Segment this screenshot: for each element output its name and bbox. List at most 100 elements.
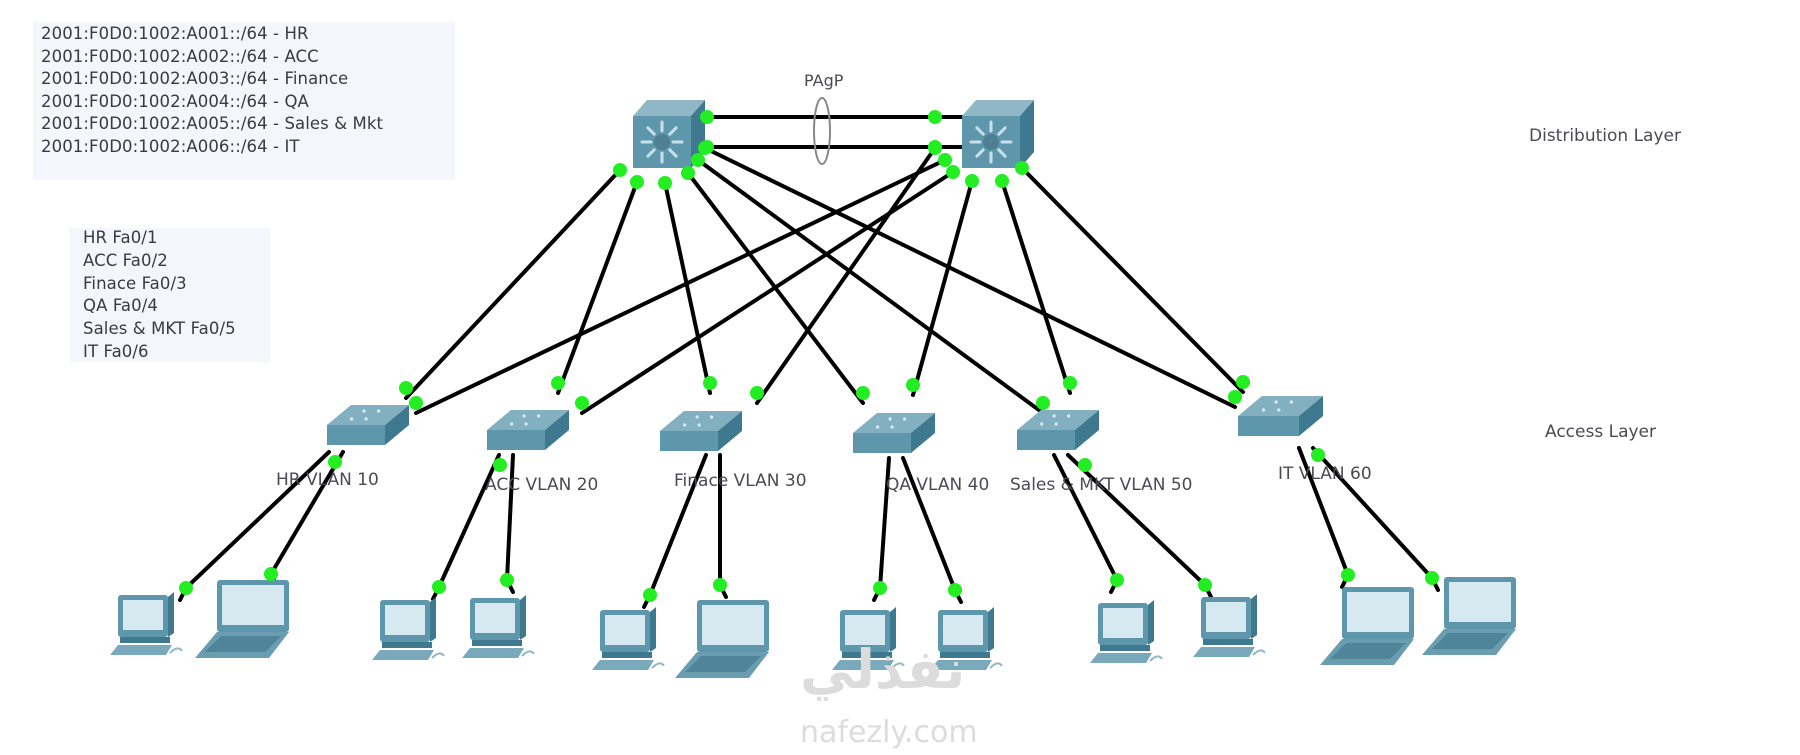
pc-mouse-cable (431, 652, 445, 659)
switch-port-mark (1289, 400, 1293, 404)
pc-keyboard (592, 660, 654, 670)
pc-base (842, 652, 892, 658)
port-mapping-note (70, 228, 270, 362)
link-up-light (965, 174, 979, 188)
link-up-light (700, 110, 714, 124)
switch-port-mark (710, 415, 714, 419)
multilayer-switch-icon-1 (633, 100, 705, 168)
ipv6-prefix-it: 2001:F0D0:1002:A006::/64 - IT (41, 137, 300, 156)
link-up-light (643, 588, 657, 602)
switch-port-mark (683, 423, 687, 427)
switch-port-mark (377, 409, 381, 413)
pc-monitor-side (1148, 600, 1154, 645)
access-link (184, 450, 331, 590)
link-up-light (1015, 161, 1029, 175)
port-map-sales: Sales & MKT Fa0/5 (83, 319, 236, 339)
pc-base (1100, 645, 1150, 651)
port-map-hr: HR Fa0/1 (83, 228, 158, 247)
link-up-light (328, 455, 342, 469)
ipv6-prefix-sales: 2001:F0D0:1002:A005::/64 - Sales & Mkt (41, 114, 384, 134)
pagp-label: PAgP (804, 71, 844, 90)
pc-base (472, 640, 522, 646)
switch-front-face (1238, 416, 1299, 436)
link-up-light (691, 153, 705, 167)
link-up-light (1228, 390, 1242, 404)
switch-port-mark (524, 422, 528, 426)
link-up-light (856, 386, 870, 400)
switch-side-face (545, 410, 569, 450)
uplink-link (556, 180, 639, 395)
switch-side-face (911, 413, 935, 453)
distribution-layer-label: Distribution Layer (1529, 126, 1681, 146)
pc-monitor-side (520, 595, 526, 640)
devices-layer (110, 100, 1516, 678)
link-up-light (938, 153, 952, 167)
link-up-light (264, 567, 278, 581)
link-up-light (1425, 571, 1439, 585)
link-up-light (1078, 458, 1092, 472)
access-switch-icon-2 (487, 410, 569, 450)
uplink-link (414, 158, 947, 415)
uplink-link (663, 181, 712, 395)
port-map-finance: Finace Fa0/3 (83, 273, 187, 293)
link-up-light (946, 165, 960, 179)
link-up-light (948, 583, 962, 597)
link-up-light (928, 110, 942, 124)
uplink-link (911, 179, 974, 397)
access-link (901, 456, 957, 592)
switch-port-mark (522, 414, 526, 418)
link-up-light (432, 580, 446, 594)
uplink-link (755, 146, 937, 405)
pc-monitor-side (1251, 594, 1257, 639)
switch-port-mark (510, 422, 514, 426)
switch-center-mark (654, 134, 670, 150)
access-switch-label-sales: Sales & MKT VLAN 50 (1010, 475, 1193, 495)
pc-monitor-side (168, 592, 174, 637)
access-link (505, 453, 515, 582)
switch-arrow-mark (668, 148, 678, 158)
pc-screen (475, 603, 515, 633)
switch-arrow-mark (668, 126, 678, 136)
pc-icon (930, 607, 1003, 670)
access-link (1297, 446, 1350, 577)
access-layer-label: Access Layer (1545, 422, 1656, 442)
pc-screen (845, 615, 885, 645)
pc-icon (1090, 600, 1163, 663)
link-up-light (493, 458, 507, 472)
link-up-light (409, 396, 423, 410)
switch-arrow-mark (646, 148, 656, 158)
pc-mouse-cable (521, 650, 535, 657)
pc-screen (123, 600, 163, 630)
switch-port-mark (876, 425, 880, 429)
pc-screen (605, 615, 645, 645)
pc-screen (385, 605, 425, 635)
switch-side-face (1299, 396, 1323, 436)
ipv6-prefix-hr: 2001:F0D0:1002:A001::/64 - HR (41, 24, 309, 43)
access-switch-icon-6 (1238, 396, 1323, 436)
switch-port-mark (1274, 400, 1278, 404)
link-up-light (703, 376, 717, 390)
switch-side-face (1075, 410, 1099, 450)
link-up-light (698, 141, 712, 155)
pc-screen (943, 615, 983, 645)
pc-base (940, 652, 990, 658)
link-up-light (658, 176, 672, 190)
pc-monitor-side (890, 607, 896, 652)
access-link (648, 453, 708, 597)
switch-port-mark (362, 409, 366, 413)
switch-arrow-mark (646, 126, 656, 136)
link-up-light (575, 396, 589, 410)
watermark-url: nafezly.com (800, 715, 978, 750)
access-switch-icon-4 (853, 413, 935, 453)
ipv6-prefix-finance: 2001:F0D0:1002:A003::/64 - Finance (41, 69, 349, 89)
ipv6-prefix-note (33, 22, 455, 180)
ipv6-prefix-acc: 2001:F0D0:1002:A002::/64 - ACC (41, 46, 319, 66)
switch-port-mark (1277, 408, 1281, 412)
pc-icon (592, 607, 665, 670)
link-up-light (995, 174, 1009, 188)
link-up-light (1236, 375, 1250, 389)
laptop-icon (1422, 577, 1516, 655)
link-lights-layer (179, 110, 1439, 602)
switch-front-face (1017, 430, 1075, 450)
